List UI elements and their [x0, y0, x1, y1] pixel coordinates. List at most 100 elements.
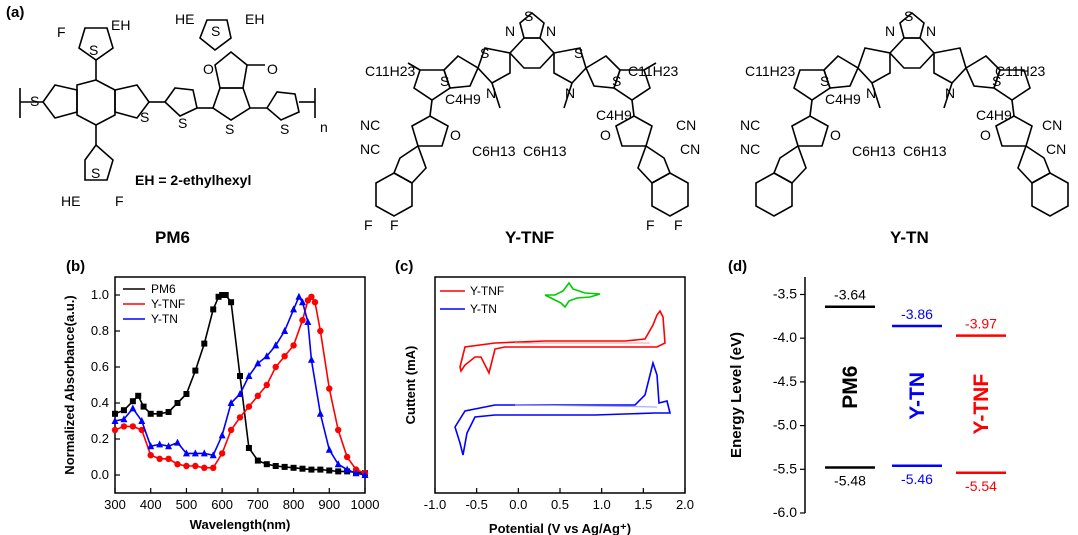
data-point — [326, 467, 333, 474]
y-tick-label: 0.0 — [91, 467, 109, 482]
pm6-s-thio2: S — [280, 121, 289, 137]
y-tnf-s-outer-left: S — [440, 73, 449, 89]
data-point — [210, 464, 217, 471]
pm6-s-bottom: S — [91, 165, 100, 181]
y-tn-c4-left: C4H9 — [825, 91, 861, 107]
data-point — [140, 403, 147, 410]
pm6-eh-note: EH = 2-ethylhexyl — [135, 172, 252, 188]
data-point — [237, 373, 243, 379]
data-point — [290, 305, 298, 313]
data-point — [147, 452, 154, 459]
data-point — [326, 385, 333, 392]
pm6-repeat-n: n — [320, 119, 328, 135]
y-tn-c11-left: C11H23 — [745, 63, 796, 79]
pm6-name: PM6 — [155, 228, 190, 247]
x-tick-label: 600 — [211, 497, 233, 512]
y-tnf-s-top: S — [524, 8, 533, 24]
y-tnf-c11-left: C11H23 — [365, 63, 416, 79]
data-point — [156, 410, 163, 417]
y-tnf-c6-left: C6H13 — [472, 143, 516, 159]
data-point — [182, 449, 190, 457]
data-point — [317, 327, 324, 335]
data-point — [236, 390, 244, 397]
y-tn-c6-right: C6H13 — [903, 143, 947, 159]
molecule-level-label: Y-TNF — [970, 374, 993, 435]
data-point — [183, 391, 190, 397]
data-point — [361, 471, 369, 478]
absorbance-x-axis-label: Wavelength(nm) — [190, 517, 291, 532]
x-tick-label: 0.0 — [509, 497, 527, 512]
data-point — [316, 409, 324, 417]
y-tick-label: 0.6 — [91, 359, 109, 374]
x-tick-label: 900 — [318, 497, 340, 512]
data-point — [335, 468, 342, 475]
y-tnf-nc-bottom: NC — [360, 141, 380, 157]
y-tn-cn-bottom: CN — [1046, 141, 1066, 157]
x-tick-label: 0.5 — [551, 497, 569, 512]
x-tick-label: -0.5 — [465, 497, 487, 512]
y-tn-n-right: N — [926, 23, 936, 39]
cv-curve-y-tnf — [459, 309, 666, 376]
data-point — [218, 431, 226, 439]
pm6-he-core: HE — [175, 11, 194, 27]
y-tnf-s-inner-left: S — [480, 45, 489, 61]
y-tnf-o-right: O — [600, 127, 611, 143]
legend-label: Y-TN — [151, 312, 178, 326]
absorbance-plot-frame — [114, 276, 366, 494]
panel-label-c: (c) — [395, 258, 414, 275]
y-tnf-structure: S N N S S N N S S C11H23 C11H23 C4H9 C4H… — [360, 8, 700, 233]
data-point — [129, 404, 137, 412]
y-tnf-f3: F — [646, 217, 655, 233]
y-tn-s-top: S — [904, 8, 913, 24]
data-point — [290, 342, 297, 349]
y-tn-o-right: O — [980, 127, 991, 143]
data-point — [272, 363, 279, 371]
y-tn-n-left: N — [885, 23, 895, 39]
molecule-level-label: PM6 — [839, 366, 862, 409]
y-tnf-nc-top: NC — [360, 117, 380, 133]
data-point — [174, 400, 181, 406]
data-point — [215, 293, 222, 300]
data-point — [120, 423, 128, 430]
data-point — [210, 306, 217, 313]
data-point — [165, 455, 172, 462]
data-point — [147, 442, 155, 450]
y-tn-o-left: O — [830, 127, 841, 143]
data-point — [120, 407, 127, 414]
data-point — [307, 355, 315, 363]
pm6-structure: F EH S S S S HE F S HE EH S O O S S n — [19, 11, 328, 209]
y-tn-n-pyrrole-right: N — [945, 85, 955, 101]
absorbance-y-axis-label: Normalized Absorbance(a.u.) — [62, 295, 77, 474]
data-point — [281, 353, 288, 360]
data-point — [174, 461, 181, 468]
y-tnf-s-inner-right: S — [574, 45, 583, 61]
y-tnf-cn-bottom: CN — [680, 141, 700, 157]
y-tnf-s-outer-right: S — [612, 73, 621, 89]
y-tnf-c6-right: C6H13 — [523, 143, 567, 159]
x-tick-label: 1.5 — [634, 497, 652, 512]
data-point — [129, 423, 137, 430]
y-tnf-f4: F — [674, 217, 683, 233]
data-point — [299, 317, 306, 324]
data-point — [135, 392, 142, 399]
legend-label: Y-TNF — [151, 297, 185, 311]
data-point — [112, 410, 118, 417]
data-point — [219, 292, 226, 298]
data-point — [200, 449, 208, 457]
cv-ferrocene-inset — [544, 281, 601, 309]
data-point — [311, 299, 319, 306]
pm6-s-left: S — [30, 93, 39, 109]
y-tnf-cn-top: CN — [676, 117, 696, 133]
data-point — [263, 461, 270, 468]
data-point — [165, 409, 172, 415]
data-point — [304, 318, 312, 325]
data-point — [192, 462, 199, 470]
pm6-s-right: S — [140, 109, 149, 125]
lumo-value-label: -3.97 — [965, 316, 997, 332]
y-tick-label: 0.2 — [91, 431, 109, 446]
data-point — [334, 460, 342, 468]
data-point — [308, 466, 315, 473]
pm6-he-bottom: HE — [61, 193, 80, 209]
y-tick-label: -6.0 — [773, 504, 797, 520]
pm6-eh-core: EH — [245, 11, 264, 27]
